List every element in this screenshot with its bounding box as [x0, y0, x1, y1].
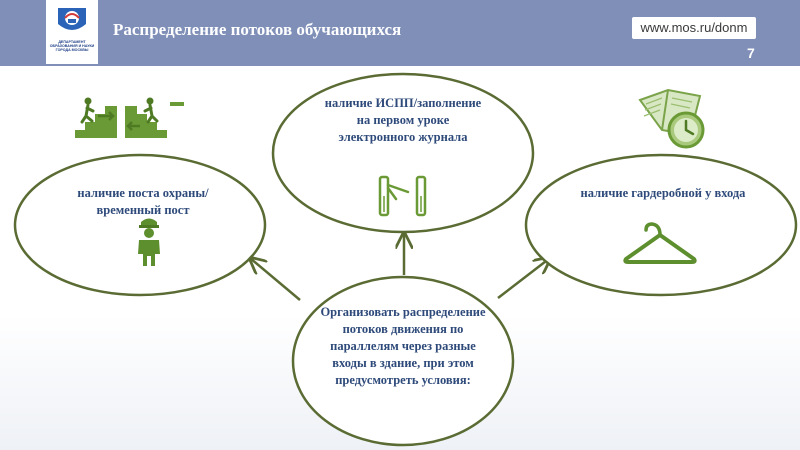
node-center [291, 275, 515, 447]
node-left-text: наличие поста охраны/временный пост [77, 186, 209, 217]
logo-emblem-icon [58, 8, 86, 30]
node-center-text: Организовать распределение потоков движе… [320, 305, 486, 387]
stairs-icon [75, 97, 184, 138]
arrow-to-left [250, 258, 301, 301]
page-title: Распределение потоков обучающихся [113, 20, 402, 39]
logo: ДЕПАРТАМЕНТ ОБРАЗОВАНИЯ И НАУКИ ГОРОДА М… [46, 0, 98, 64]
node-top [271, 72, 535, 234]
node-right [524, 153, 798, 297]
turnstile-icon [378, 175, 427, 217]
node-top-text: наличие ИСПП/заполнение на первом уроке … [324, 96, 482, 144]
page-number: 7 [747, 45, 755, 61]
website-badge[interactable]: www.mos.ru/donm [632, 17, 756, 39]
arrow-to-right [497, 258, 550, 299]
node-right-text: наличие гардеробной у входа [580, 186, 746, 200]
website-link[interactable]: www.mos.ru/donm [640, 20, 748, 35]
book-clock-icon [638, 88, 705, 149]
guard-icon [138, 218, 160, 266]
logo-text: ДЕПАРТАМЕНТ ОБРАЗОВАНИЯ И НАУКИ ГОРОДА М… [49, 40, 95, 52]
hanger-icon [623, 222, 697, 264]
